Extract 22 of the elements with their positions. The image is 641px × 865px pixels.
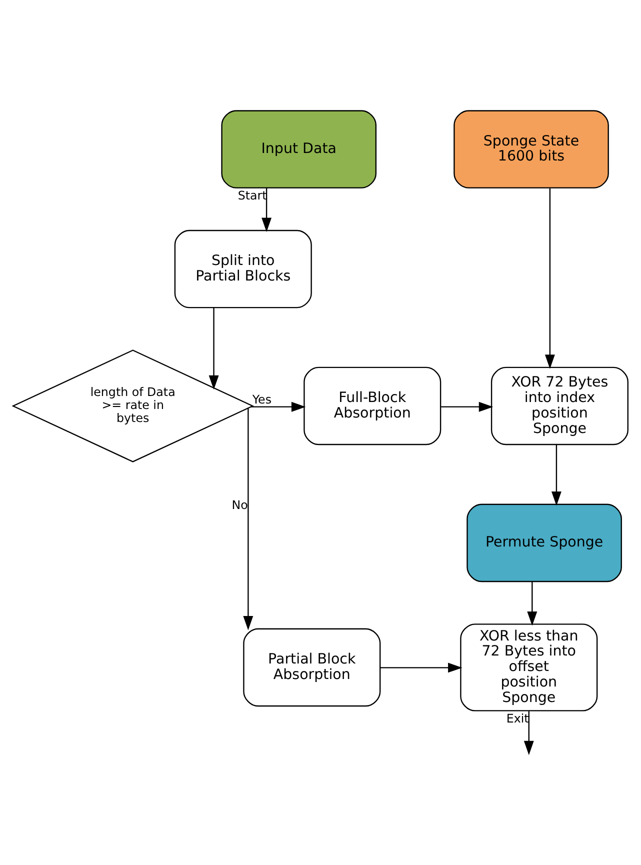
arrow <box>441 402 494 412</box>
node-box: XOR less than 72 Bytes into offset position Sponge <box>460 624 598 712</box>
edge-label: Start <box>238 188 267 203</box>
arrow <box>250 402 306 412</box>
node-box: Partial Block Absorption <box>243 628 381 707</box>
node-box: Sponge State 1600 bits <box>454 110 609 188</box>
edge-label: Exit <box>506 712 529 726</box>
arrow <box>524 711 534 756</box>
arrow <box>243 408 254 630</box>
node-box: Split into Partial Blocks <box>174 230 312 308</box>
arrow <box>551 444 562 506</box>
arrow <box>544 188 555 369</box>
edge-label: No <box>232 498 248 512</box>
node-box: Full-Block Absorption <box>304 366 442 446</box>
node-box: XOR 72 Bytes into index position Sponge <box>490 366 628 446</box>
node-box: Permute Sponge <box>466 504 622 582</box>
arrow <box>380 662 462 673</box>
node-box: Input Data <box>221 110 377 188</box>
arrow <box>527 582 538 626</box>
arrow <box>208 308 219 390</box>
edge-label: Yes <box>252 392 272 406</box>
arrow <box>262 188 272 232</box>
